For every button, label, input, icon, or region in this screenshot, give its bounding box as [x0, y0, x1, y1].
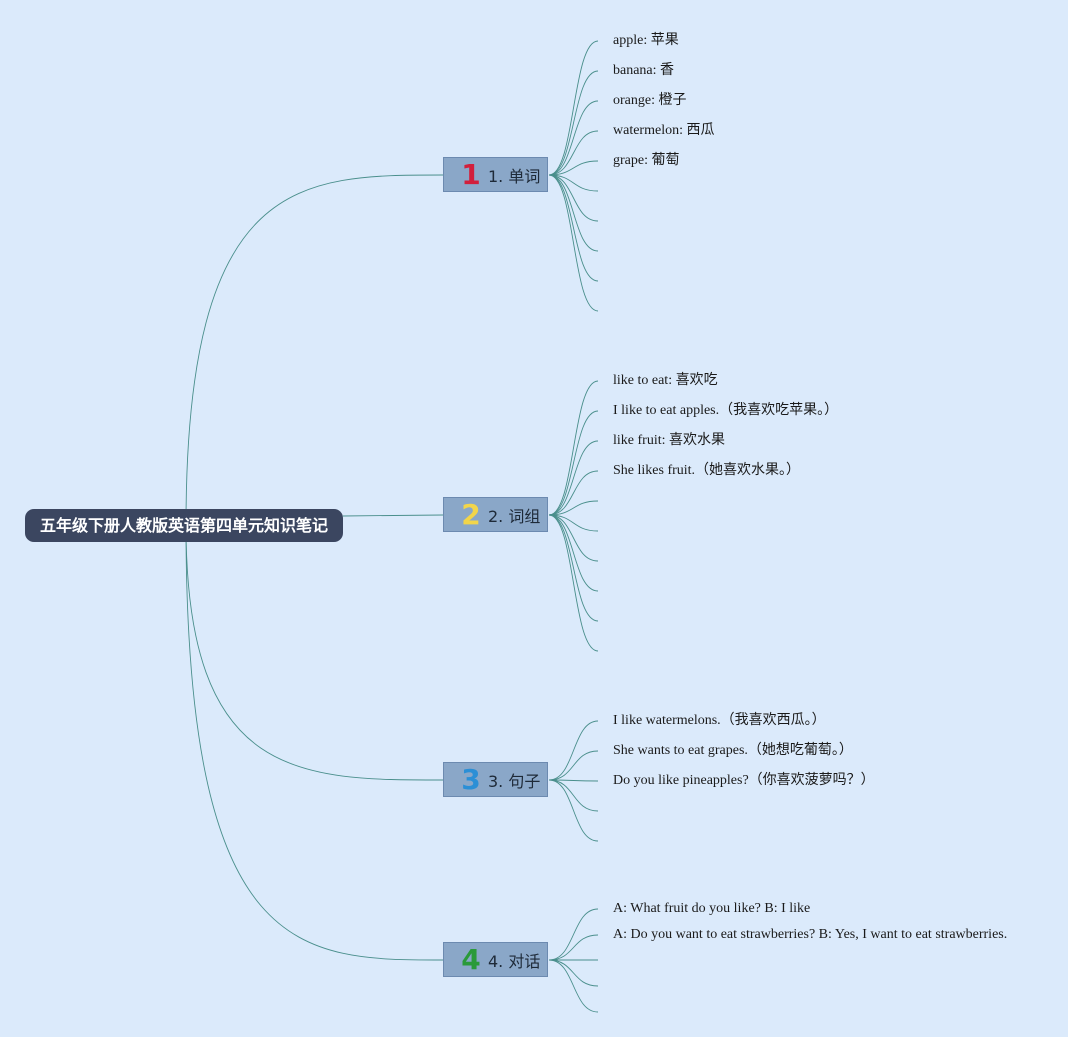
leaf-item[interactable]: like fruit: 喜欢水果 [613, 433, 725, 448]
leaf-connector [548, 410, 599, 516]
leaf-connector [548, 514, 599, 532]
leaf-connector [548, 500, 599, 516]
leaf-connector [548, 380, 599, 516]
branch-label: 2. 词组 [488, 506, 541, 526]
leaf-connector [548, 174, 599, 192]
branch-label: 4. 对话 [488, 951, 541, 971]
branch-label: 1. 单词 [488, 166, 541, 186]
leaf-connector [548, 174, 599, 252]
leaf-connector [548, 100, 599, 176]
branch-phrases[interactable]: 2 2. 词组 [443, 497, 548, 532]
leaf-item[interactable]: She likes fruit.（她喜欢水果。） [613, 463, 801, 478]
leaf-connector [548, 70, 599, 176]
leaf-connector [548, 959, 599, 987]
leaf-connector [548, 934, 599, 961]
root-topic-label: 五年级下册人教版英语第四单元知识笔记 [39, 516, 328, 535]
number-one-icon: 1 [461, 157, 481, 191]
leaf-connector [548, 908, 599, 961]
number-three-icon: 3 [461, 762, 481, 796]
leaf-item[interactable]: banana: 香 [613, 63, 675, 78]
leaf-connector [548, 160, 599, 176]
leaf-connector [548, 130, 599, 176]
leaf-connector [548, 750, 599, 781]
leaf-connector [548, 779, 599, 812]
branch-label: 3. 句子 [488, 771, 541, 791]
leaf-connector [548, 174, 599, 222]
leaf-item[interactable]: like to eat: 喜欢吃 [613, 373, 718, 388]
leaf-item[interactable]: I like watermelons.（我喜欢西瓜。） [613, 713, 826, 728]
leaf-item[interactable]: A: Do you want to eat strawberries? B: Y… [613, 927, 1008, 942]
root-connector [342, 514, 444, 517]
leaf-connector [548, 470, 599, 516]
leaf-connector [548, 440, 599, 516]
number-two-icon: 2 [461, 497, 481, 531]
leaf-connector [548, 174, 599, 312]
leaf-connector [548, 514, 599, 562]
leaf-connector [548, 40, 599, 176]
branch-vocabulary[interactable]: 1 1. 单词 [443, 157, 548, 192]
leaf-connector [548, 779, 599, 842]
branch-sentences[interactable]: 3 3. 句子 [443, 762, 548, 797]
root-topic[interactable]: 五年级下册人教版英语第四单元知识笔记 [25, 509, 343, 542]
leaf-item[interactable]: A: What fruit do you like? B: I like [613, 901, 811, 916]
leaf-item[interactable]: watermelon: 西瓜 [613, 123, 715, 138]
leaf-connector [548, 720, 599, 781]
leaf-connector [548, 514, 599, 652]
root-connector [185, 174, 444, 526]
number-four-icon: 4 [461, 942, 481, 976]
root-connector [185, 524, 444, 781]
leaf-connector [548, 779, 599, 782]
root-connector [185, 524, 444, 961]
leaf-item[interactable]: I like to eat apples.（我喜欢吃苹果。） [613, 403, 839, 418]
leaf-connector [548, 514, 599, 592]
leaf-item[interactable]: apple: 苹果 [613, 33, 679, 48]
leaf-item[interactable]: orange: 橙子 [613, 93, 687, 108]
branch-dialogues[interactable]: 4 4. 对话 [443, 942, 548, 977]
leaf-connector [548, 959, 599, 1013]
leaf-item[interactable]: She wants to eat grapes.（她想吃葡萄。） [613, 743, 853, 758]
leaf-item[interactable]: grape: 葡萄 [613, 153, 680, 168]
leaf-item[interactable]: Do you like pineapples?（你喜欢菠萝吗？） [613, 773, 875, 788]
